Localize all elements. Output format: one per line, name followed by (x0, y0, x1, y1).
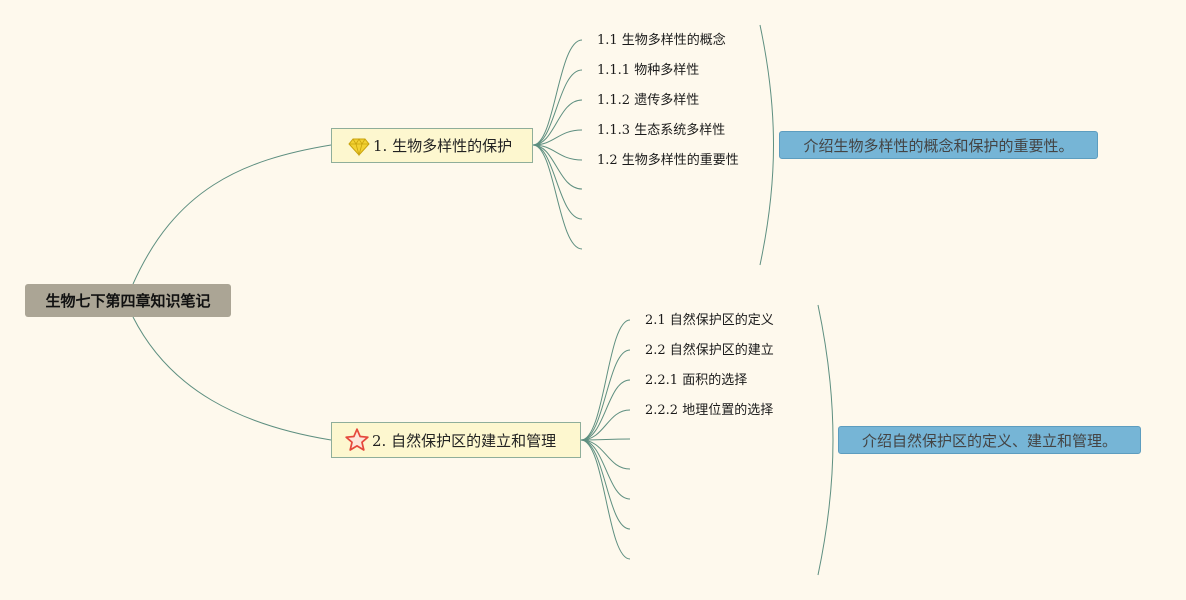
connector-b1-leaf3 (532, 99, 583, 146)
connector-b2-leaf4 (580, 409, 631, 441)
summary-2-label: 介绍自然保护区的定义、建立和管理。 (861, 431, 1117, 450)
root-topic[interactable]: 生物七下第四章知识笔记 (25, 284, 231, 317)
connector-b1-leaf1 (532, 39, 583, 146)
root-topic-label: 生物七下第四章知识笔记 (45, 292, 211, 310)
branch-topic-1[interactable]: 1. 生物多样性的保护 (331, 128, 533, 163)
diamond-icon (348, 137, 370, 157)
connector-b2-empty5 (580, 439, 631, 560)
connector-b2-empty1 (580, 438, 631, 441)
leaf-1-2[interactable]: 1.1.1 物种多样性 (597, 63, 700, 78)
connector-b2-empty3 (580, 439, 631, 500)
leaf-2-2[interactable]: 2.2 自然保护区的建立 (645, 343, 774, 358)
summary-1[interactable]: 介绍生物多样性的概念和保护的重要性。 (779, 131, 1098, 159)
connector-b2-leaf1 (580, 319, 631, 441)
connector-b1-empty1 (532, 144, 583, 190)
connector-b2-empty2 (580, 439, 631, 470)
branch-topic-2[interactable]: 2. 自然保护区的建立和管理 (331, 422, 581, 458)
leaf-1-3[interactable]: 1.1.2 遗传多样性 (597, 93, 700, 108)
connector-b1-leaf4 (532, 129, 583, 146)
summary-brace-1 (759, 24, 774, 266)
summary-2[interactable]: 介绍自然保护区的定义、建立和管理。 (838, 426, 1141, 454)
connector-b1-empty3 (532, 144, 583, 250)
branch-topic-2-label: 2. 自然保护区的建立和管理 (372, 431, 557, 450)
connector-b2-leaf3 (580, 379, 631, 441)
connector-root-branch2 (132, 316, 332, 441)
leaf-1-4[interactable]: 1.1.3 生态系统多样性 (597, 123, 726, 138)
connector-b1-leaf2 (532, 69, 583, 146)
connector-b2-leaf2 (580, 349, 631, 441)
leaf-2-1[interactable]: 2.1 自然保护区的定义 (645, 313, 774, 328)
connector-b1-empty2 (532, 144, 583, 220)
summary-brace-2 (817, 304, 834, 576)
leaf-1-5[interactable]: 1.2 生物多样性的重要性 (597, 153, 739, 168)
leaf-1-1[interactable]: 1.1 生物多样性的概念 (597, 33, 726, 48)
star-icon (345, 428, 369, 451)
leaf-2-3[interactable]: 2.2.1 面积的选择 (645, 373, 748, 388)
summary-1-label: 介绍生物多样性的概念和保护的重要性。 (803, 136, 1074, 155)
connector-root-branch1 (132, 144, 332, 285)
branch-topic-1-label: 1. 生物多样性的保护 (373, 137, 513, 155)
leaf-2-4[interactable]: 2.2.2 地理位置的选择 (645, 403, 774, 418)
